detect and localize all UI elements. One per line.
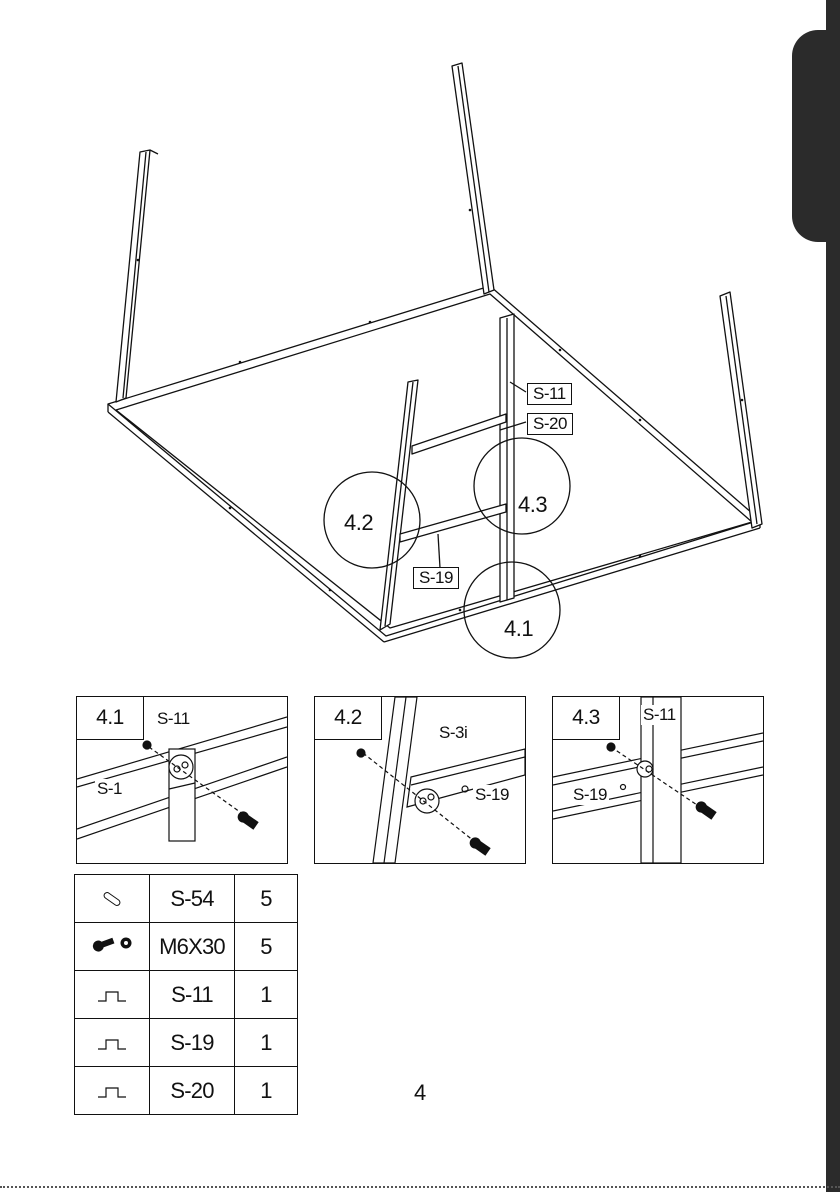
detail-4-1-label-s11: S-11 [155, 709, 192, 729]
callout-s19: S-19 [413, 567, 459, 589]
part-code: S-19 [150, 1019, 235, 1067]
bolt-nut-icon [75, 923, 150, 971]
part-code: S-54 [150, 875, 235, 923]
detail-4-3-label-s19: S-19 [571, 785, 609, 805]
channel-profile-icon [75, 1067, 150, 1115]
detail-4-2-label-s19: S-19 [473, 785, 511, 805]
part-qty: 1 [235, 1067, 298, 1115]
detail-4-3-label-s11: S-11 [641, 705, 678, 725]
detail-4-2: 4.2 S-3i S-19 [314, 696, 526, 864]
part-qty: 5 [235, 875, 298, 923]
detail-number-4-2: 4.2 [315, 697, 382, 740]
table-row: M6X30 5 [75, 923, 298, 971]
part-code: M6X30 [150, 923, 235, 971]
detail-number-4-1: 4.1 [77, 697, 144, 740]
table-row: S-11 1 [75, 971, 298, 1019]
detail-number-4-3: 4.3 [553, 697, 620, 740]
channel-profile-icon [75, 971, 150, 1019]
callout-s11: S-11 [527, 383, 572, 405]
table-row: S-19 1 [75, 1019, 298, 1067]
detail-4-3: 4.3 S-11 S-19 [552, 696, 764, 864]
pin-icon [75, 875, 150, 923]
part-code: S-20 [150, 1067, 235, 1115]
detail-4-2-label-s3i: S-3i [437, 723, 469, 743]
channel-profile-icon [75, 1019, 150, 1067]
part-qty: 1 [235, 1019, 298, 1067]
part-qty: 1 [235, 971, 298, 1019]
detail-4-1: 4.1 S-11 S-1 [76, 696, 288, 864]
bottom-dotted-edge [0, 1186, 840, 1188]
parts-table: S-54 5 M6X30 5 S-11 1 S-19 1 S-20 1 [74, 874, 298, 1115]
detail-4-1-label-s1: S-1 [95, 779, 124, 799]
table-row: S-54 5 [75, 875, 298, 923]
callout-s20: S-20 [527, 413, 573, 435]
circle-label-4-1: 4.1 [504, 616, 533, 642]
part-qty: 5 [235, 923, 298, 971]
circle-label-4-3: 4.3 [518, 492, 547, 518]
part-code: S-11 [150, 971, 235, 1019]
table-row: S-20 1 [75, 1067, 298, 1115]
circle-label-4-2: 4.2 [344, 510, 373, 536]
page-number: 4 [414, 1080, 426, 1106]
